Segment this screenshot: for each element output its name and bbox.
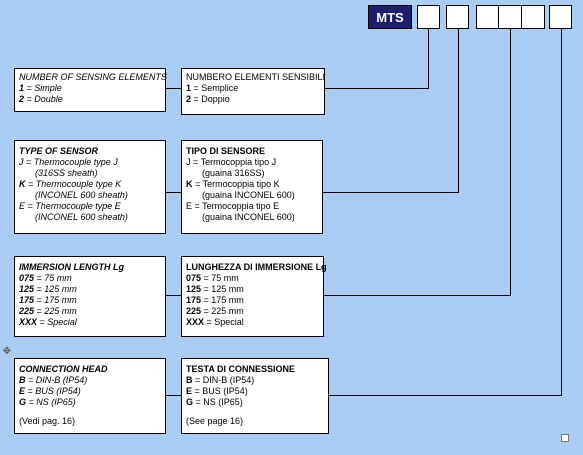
connector-line	[324, 88, 429, 89]
option-line: E = Termocoppia tipo E	[186, 201, 280, 211]
immersion-length-it-title: LUNGHEZZA DI IMMERSIONE Lg	[186, 262, 327, 272]
connector-line	[165, 395, 182, 396]
option-line: 125 = 125 mm	[186, 284, 244, 294]
code-box-connection-head[interactable]	[549, 5, 572, 29]
option-line: J = Thermocouple type J	[19, 157, 118, 167]
option-line: 2 = Double	[19, 94, 63, 104]
connector-line	[458, 29, 459, 193]
option-line: 175 = 175 mm	[186, 295, 244, 305]
sensor-type-it-title: TIPO DI SENSORE	[186, 146, 266, 156]
code-box-sensor-type[interactable]	[446, 5, 469, 29]
mts-code-label: MTS	[368, 5, 412, 29]
connector-line	[323, 295, 511, 296]
option-line: (guaina 316SS)	[202, 168, 265, 178]
connector-line	[165, 295, 182, 296]
option-line: K = Thermocouple type K	[19, 179, 122, 189]
sensing-elements-en-box: NUMBER OF SENSING ELEMENTS 1 = Simple 2 …	[14, 68, 167, 112]
option-line: J = Termocoppia tipo J	[186, 157, 277, 167]
connector-line	[165, 192, 182, 193]
sensing-elements-it-box: NUMBERO ELEMENTI SENSIBILI 1 = Semplice …	[181, 68, 325, 115]
option-line: 2 = Doppio	[186, 94, 230, 104]
option-line: (guaina INCONEL 600)	[202, 190, 295, 200]
option-line: E = BUS (IP54)	[186, 386, 248, 396]
immersion-length-en-title: IMMERSION LENGTH Lg	[19, 262, 124, 272]
connector-line	[510, 29, 511, 296]
option-line: XXX = Special	[186, 317, 244, 327]
sensing-elements-it-title: NUMBERO ELEMENTI SENSIBILI	[186, 72, 326, 82]
option-line: (316SS sheath)	[35, 168, 98, 178]
option-line: (INCONEL 600 sheath)	[35, 212, 128, 222]
connector-line	[165, 88, 182, 89]
option-line: K = Termocoppia tipo K	[186, 179, 280, 189]
option-line: 075 = 75 mm	[19, 273, 72, 283]
option-line: G = NS (IP65)	[19, 397, 76, 407]
code-box-length-1[interactable]	[476, 5, 499, 29]
connection-head-it-title: TESTA DI CONNESSIONE	[186, 364, 296, 374]
option-line: 125 = 125 mm	[19, 284, 77, 294]
sensor-type-en-title: TYPE OF SENSOR	[19, 146, 99, 156]
option-line: 1 = Semplice	[186, 83, 239, 93]
option-line: B = DIN-B (IP54)	[19, 375, 88, 385]
option-line: E = Thermocouple type E	[19, 201, 121, 211]
immersion-length-it-box: LUNGHEZZA DI IMMERSIONE Lg 075 = 75 mm 1…	[181, 256, 327, 337]
connection-head-en-title: CONNECTION HEAD	[19, 364, 108, 374]
sensor-type-en-box: TYPE OF SENSOR J = Thermocouple type J (…	[14, 140, 166, 234]
page-reference-note: (Vedi pag. 16)	[19, 416, 76, 426]
resize-handle-icon[interactable]	[561, 434, 569, 442]
option-line: (INCONEL 600 sheath)	[35, 190, 128, 200]
connector-line	[561, 29, 562, 396]
connector-line	[328, 395, 562, 396]
sensing-elements-en-title: NUMBER OF SENSING ELEMENTS	[19, 72, 167, 82]
option-line: 225 = 225 mm	[19, 306, 77, 316]
connection-head-en-box: CONNECTION HEAD B = DIN-B (IP54) E = BUS…	[14, 358, 166, 434]
option-line: 175 = 175 mm	[19, 295, 77, 305]
option-line: G = NS (IP65)	[186, 397, 243, 407]
code-box-length-3[interactable]	[521, 5, 545, 29]
option-line: XXX = Special	[19, 317, 77, 327]
option-line: (guaina INCONEL 600)	[202, 212, 295, 222]
code-box-length-2[interactable]	[498, 5, 522, 29]
connector-line	[322, 192, 459, 193]
connection-head-it-box: TESTA DI CONNESSIONE B = DIN-B (IP54) E …	[181, 358, 329, 434]
sensor-type-it-box: TIPO DI SENSORE J = Termocoppia tipo J (…	[181, 140, 323, 234]
connector-line	[428, 29, 429, 89]
option-line: 225 = 225 mm	[186, 306, 244, 316]
option-line: 1 = Simple	[19, 83, 62, 93]
move-handle-icon[interactable]: ✥	[2, 346, 12, 357]
option-line: 075 = 75 mm	[186, 273, 239, 283]
option-line: B = DIN-B (IP54)	[186, 375, 255, 385]
code-box-sensing-elements[interactable]	[417, 5, 440, 29]
page-reference-note: (See page 16)	[186, 416, 244, 426]
option-line: E = BUS (IP54)	[19, 386, 81, 396]
immersion-length-en-box: IMMERSION LENGTH Lg 075 = 75 mm 125 = 12…	[14, 256, 166, 337]
